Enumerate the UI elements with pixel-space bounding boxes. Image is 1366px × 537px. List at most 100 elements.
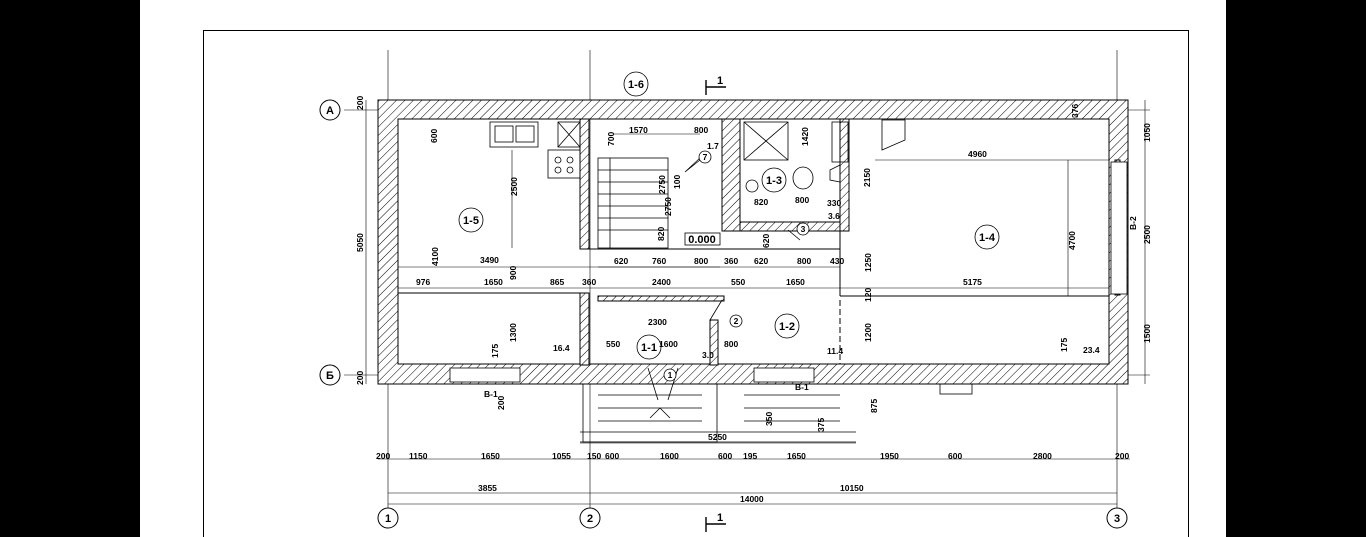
level-mark: 0.000 [684,232,721,246]
svg-text:1: 1 [668,370,673,380]
dim-800-a: 800 [694,256,708,266]
dim-top-1420: 1420 [800,127,810,146]
svg-text:3: 3 [1114,513,1120,525]
window-mark-b2: В-2 [1128,216,1138,230]
dim-2400: 2400 [652,277,671,287]
dim-2750-b: 2750 [663,197,673,216]
dim-900: 900 [508,266,518,280]
dim-chain-7: 600 [718,451,732,461]
dim-top-1570: 1570 [629,125,648,135]
dim-1200: 1200 [863,323,873,342]
dim-1500: 1500 [1142,324,1152,343]
dim-550-b: 550 [606,339,620,349]
dim-chain-2: 1650 [481,451,500,461]
dim-chain-11: 600 [948,451,962,461]
dim-2750-a: 2750 [657,175,667,194]
area-1-1: 3.0 [702,350,714,360]
dim-360-b: 360 [582,277,596,287]
dim-3855: 3855 [478,483,497,493]
dim-1600-a: 1600 [659,339,678,349]
section-mark-top: 1 [717,75,723,87]
dim-1650-a: 1650 [484,277,503,287]
dim-360-a: 360 [724,256,738,266]
dim-10150: 10150 [840,483,864,493]
dim-175-a: 175 [490,344,500,358]
dim-620-wc: 620 [761,234,771,248]
svg-text:Б: Б [326,370,334,382]
partitions [398,228,1109,364]
dim-5175: 5175 [963,277,982,287]
room-1-4: 1-4 [974,224,1000,250]
sheet-frame [203,30,1189,537]
dim-chain-0: 200 [376,451,390,461]
axis-bubble-col-3: 3 [1106,507,1128,529]
door-mark-3: 3 [796,222,810,236]
dimension-lines [365,100,1146,505]
kitchen-fixtures [489,121,581,179]
section-cut-marks [705,80,726,532]
axis-bubble-col-2: 2 [579,507,601,529]
dim-800-wc: 800 [795,195,809,205]
dim-200-win: 200 [496,396,506,410]
dim-chain-3: 1055 [552,451,571,461]
dim-5250: 5250 [708,432,727,442]
dim-top-600: 600 [429,129,439,143]
door-mark-1: 1 [663,368,677,382]
dim-top-4960: 4960 [968,149,987,159]
room-1-6: 1-6 [623,71,649,97]
svg-text:2: 2 [734,316,739,326]
dim-2300: 2300 [648,317,667,327]
dim-5050: 5050 [355,233,365,252]
window-mark-b1-left: В-1 [484,389,498,399]
stair [597,157,669,249]
door-mark-2: 2 [729,314,743,328]
dim-chain-5: 600 [605,451,619,461]
dim-430: 430 [830,256,844,266]
dim-3490: 3490 [480,255,499,265]
windows [449,161,1128,383]
dim-865: 865 [550,277,564,287]
dim-200-bottom: 200 [355,371,365,385]
dim-4100: 4100 [430,247,440,266]
dim-14000: 14000 [740,494,764,504]
dim-800-c: 800 [724,339,738,349]
dim-100: 100 [672,175,682,189]
dim-620-b: 620 [754,256,768,266]
dim-chain-12: 2800 [1033,451,1052,461]
exterior-walls [377,99,1129,385]
axis-bubble-col-1: 1 [377,507,399,529]
dim-350: 350 [764,412,774,426]
drawing-viewer: 1 1 А Б 1 2 3 1-5 1-6 1-3 1-4 1-2 [140,0,1226,537]
dim-175-b: 175 [1059,338,1069,352]
dim-550-a: 550 [731,277,745,287]
dim-760: 760 [652,256,666,266]
dim-800-b: 800 [797,256,811,266]
dim-375: 375 [816,418,826,432]
area-1-5: 16.4 [553,343,570,353]
dim-top-376: 376 [1070,104,1080,118]
floor-plan-drawing: 1 1 А Б 1 2 3 1-5 1-6 1-3 1-4 1-2 [203,30,1189,537]
dim-820-stair: 820 [656,227,666,241]
dim-chain-10: 1950 [880,451,899,461]
svg-text:1: 1 [385,513,391,525]
dim-875: 875 [869,399,879,413]
dim-820-wc: 820 [754,197,768,207]
window-mark-b1-right: В-1 [795,382,809,392]
bottom-dimension-chain: 200 1150 1650 1055 150 600 1600 600 195 … [376,451,1129,461]
dim-top-700: 700 [606,132,616,146]
room-1-1: 1-1 [636,334,662,360]
axis-bubble-row-a: А [319,99,341,121]
svg-text:3: 3 [801,224,806,234]
section-mark-bottom: 1 [717,512,723,524]
dim-1050: 1050 [1142,123,1152,142]
svg-text:1-4: 1-4 [979,232,996,244]
dim-120: 120 [863,288,873,302]
svg-text:1-2: 1-2 [779,321,795,333]
doors [647,157,801,401]
room-1-2: 1-2 [774,313,800,339]
dim-1300: 1300 [508,323,518,342]
bathroom-fixtures [743,119,906,193]
dim-2500-kitchen: 2500 [509,177,519,196]
svg-text:1-1: 1-1 [641,342,657,354]
dim-chain-4: 150 [587,451,601,461]
